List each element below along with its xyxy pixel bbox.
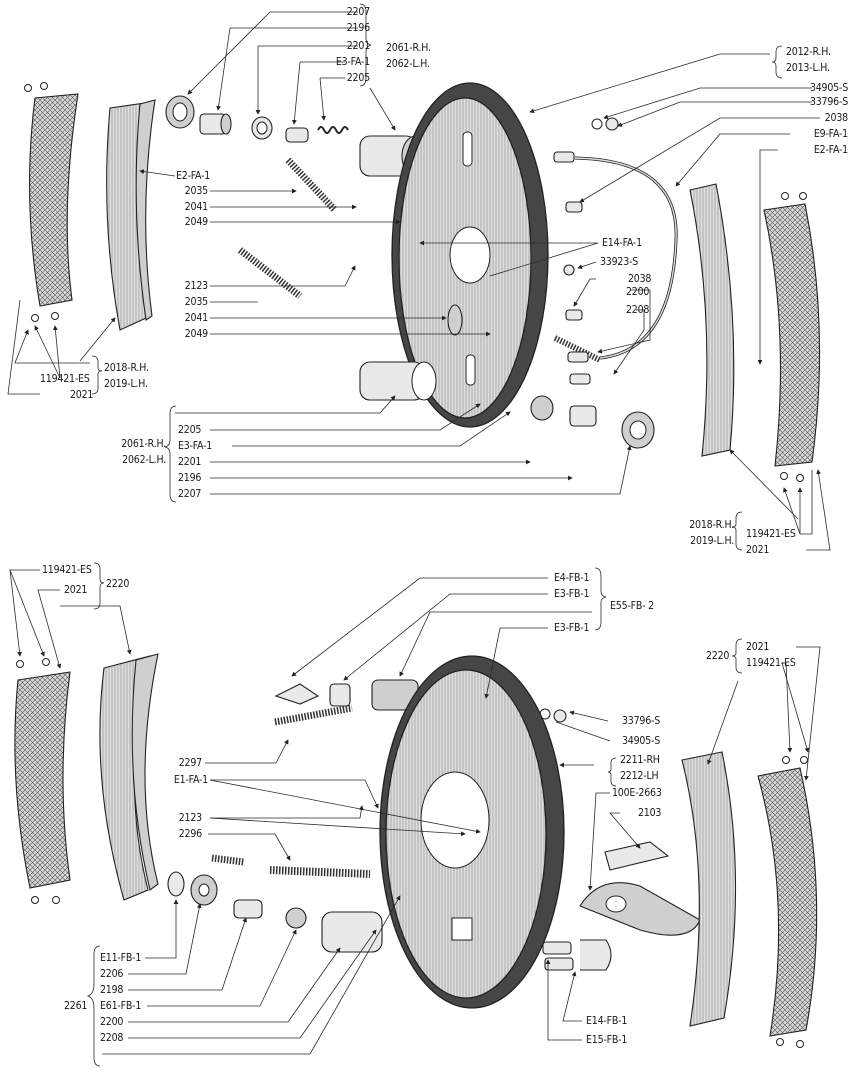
label-2220-right: 2220 [706,650,730,662]
label-2211-rh: 2211-RH [620,754,660,766]
brake-shoe-left-upper [106,99,156,331]
label-e14-fa-1: E14-FA-1 [602,237,642,249]
label-e3-fa-1: E3-FA-1 [335,56,370,68]
label-2296: 2296 [178,828,202,840]
label-34905-s: 34905-S [809,82,848,94]
label-2123-lower: 2123 [178,812,202,824]
label-e2-fa-1-right: E2-FA-1 [813,144,848,156]
label-33796-s-lower: 33796-S [622,715,661,727]
label-2261: 2261 [64,1000,88,1012]
label-2021-upper-right: 2021 [746,544,770,556]
wheel-cylinder-upper-lower [359,361,655,449]
brake-shoe-right-lower [681,751,737,1027]
label-2062-lh: 2062-L.H. [386,58,430,70]
label-2196-lower: 2196 [178,472,202,484]
adjuster-parts [542,841,701,971]
label-2212-lh: 2212-LH [620,770,659,782]
label-33923-s: 33923-S [600,256,639,268]
brake-lining-left-lower [14,671,71,889]
label-2208-lower: 2208 [100,1032,124,1044]
label-2019-lh-left: 2019-L.H. [104,378,148,390]
label-2061-rh: 2061-R.H. [386,42,431,54]
label-2062-lh-lower: 2062-L.H. [122,454,166,466]
springs-lower [211,704,371,878]
label-2041-a: 2041 [184,201,208,213]
upper-top-parts [165,95,431,177]
label-e9-fa-1: E9-FA-1 [813,128,848,140]
label-2205-lower: 2205 [178,424,202,436]
leader-lines [7,11,831,1055]
label-33796-s: 33796-S [809,96,848,108]
label-2201-lower: 2201 [178,456,202,468]
brake-line-upper [553,117,678,385]
label-100e-2663: 100E-2663 [612,787,662,799]
label-2297: 2297 [178,757,202,769]
label-2200-lower: 2200 [100,1016,124,1028]
label-2049-b: 2049 [184,328,208,340]
label-2019-lh-right: 2019-L.H. [690,535,734,547]
brake-lining-right-lower [757,767,818,1037]
label-119421-es-upper-right: 119421-ES [746,528,796,540]
brake-lining-left-upper [29,93,79,307]
label-e2-fa-1-left: E2-FA-1 [176,170,211,182]
label-2041-b: 2041 [184,312,208,324]
label-e1-fa-1: E1-FA-1 [173,774,208,786]
wheel-cylinder-lower [167,871,383,953]
label-2018-rh-right: 2018-R.H. [689,519,734,531]
rivets-upper-left [24,82,59,322]
label-e4-fb-1: E4-FB-1 [554,572,590,584]
label-34905-s-lower: 34905-S [622,735,661,747]
label-2205: 2205 [346,72,370,84]
label-2021-upper-left: 2021 [70,389,94,401]
rivets-upper-right [780,192,807,482]
label-e11-fb-1: E11-FB-1 [100,952,142,964]
label-2021-lower-left: 2021 [64,584,88,596]
springs-upper [237,157,602,363]
label-e3-fa-1-lower: E3-FA-1 [178,440,213,452]
label-119421-es-upper-left: 119421-ES [40,373,90,385]
label-2201: 2201 [346,40,370,52]
label-e3-fb-1-a: E3-FB-1 [554,588,590,600]
label-2013-lh: 2013-L.H. [786,62,830,74]
label-2012-rh: 2012-R.H. [786,46,831,58]
backing-plate-upper [391,82,549,428]
brake-shoe-left-lower [99,653,159,901]
label-119421-es-lower-right: 119421-ES [746,657,796,669]
label-2208-upper: 2208 [626,304,650,316]
backing-plate-lower [379,655,565,1009]
label-2035-b: 2035 [184,296,208,308]
label-119421-es-lower-left: 119421-ES [42,564,92,576]
label-2196: 2196 [346,22,370,34]
label-2207: 2207 [346,6,370,18]
label-2206: 2206 [100,968,124,980]
label-e61-fb-1: E61-FB-1 [100,1000,142,1012]
label-2200-upper: 2200 [626,286,650,298]
label-2220-left: 2220 [106,578,130,590]
brake-shoe-right-upper [689,183,735,457]
label-2061-rh-lower: 2061-R.H. [121,438,166,450]
label-e14-fb-1: E14-FB-1 [586,1015,628,1027]
rivets-lower-left [16,658,60,904]
label-2207-lower: 2207 [178,488,202,500]
label-2038-center: 2038 [628,273,652,285]
label-2021-lower-right: 2021 [746,641,770,653]
label-2123-upper: 2123 [184,280,208,292]
lower-top-parts [274,679,567,723]
rivets-lower-right [776,756,808,1048]
label-2035-a: 2035 [184,185,208,197]
label-e3-fb-1-b: E3-FB-1 [554,622,590,634]
label-2198: 2198 [100,984,124,996]
label-2049-a: 2049 [184,216,208,228]
label-e55-fb-2: E55-FB- 2 [610,600,654,612]
label-2018-rh-left: 2018-R.H. [104,362,149,374]
label-2103: 2103 [638,807,662,819]
braces [86,3,783,1067]
label-2038: 2038 [824,112,848,124]
label-e15-fb-1: E15-FB-1 [586,1034,628,1046]
brake-lining-right-upper [763,203,821,467]
